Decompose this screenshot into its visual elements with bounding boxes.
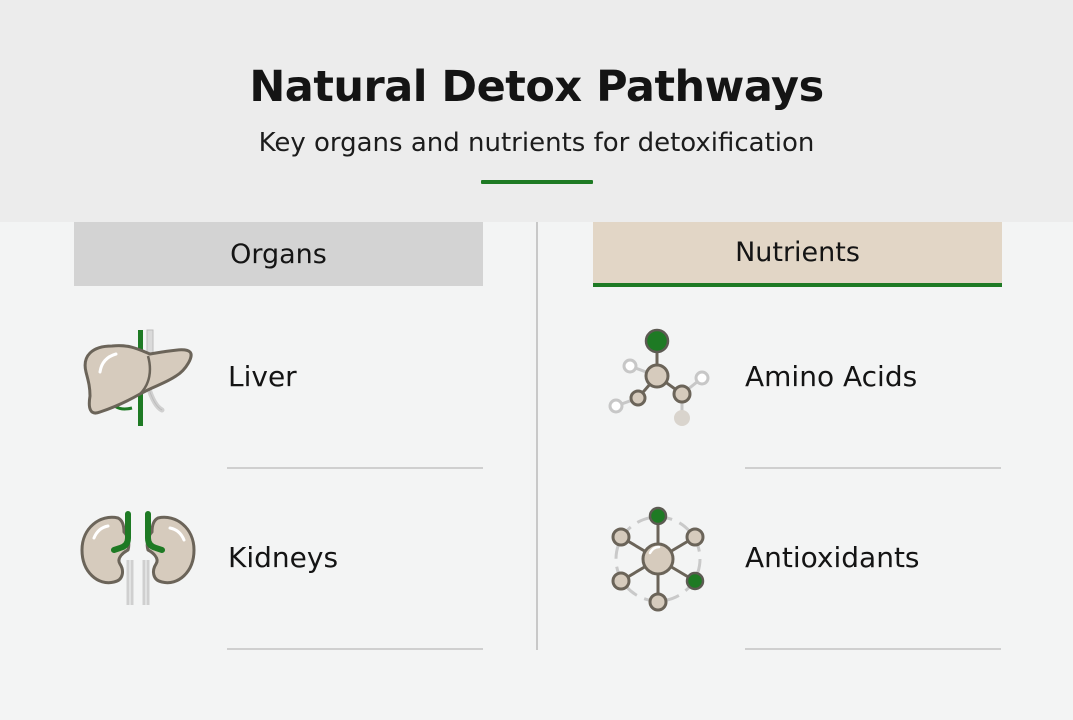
antioxidant-molecule-icon <box>611 506 705 612</box>
kidneys-separator <box>227 648 483 650</box>
liver-label: Liver <box>228 360 297 393</box>
nutrients-column-header: Nutrients <box>593 222 1002 287</box>
organs-heading: Organs <box>230 238 327 270</box>
amino-acids-separator <box>745 467 1001 469</box>
amino-acids-label: Amino Acids <box>745 360 918 393</box>
antioxidants-label: Antioxidants <box>745 541 920 574</box>
organs-column-header: Organs <box>74 222 483 286</box>
liver-separator <box>227 467 483 469</box>
kidneys-icon <box>80 511 196 605</box>
nutrients-heading: Nutrients <box>735 237 860 268</box>
amino-acid-molecule-icon <box>608 328 710 426</box>
header-band: Natural Detox Pathways Key organs and nu… <box>0 0 1073 222</box>
title-accent-underline <box>481 180 593 184</box>
antioxidants-separator <box>745 648 1001 650</box>
page-title: Natural Detox Pathways <box>249 62 824 112</box>
liver-icon <box>83 329 193 426</box>
column-divider <box>536 222 538 650</box>
page-subtitle: Key organs and nutrients for detoxificat… <box>258 128 815 158</box>
kidneys-label: Kidneys <box>228 541 339 574</box>
